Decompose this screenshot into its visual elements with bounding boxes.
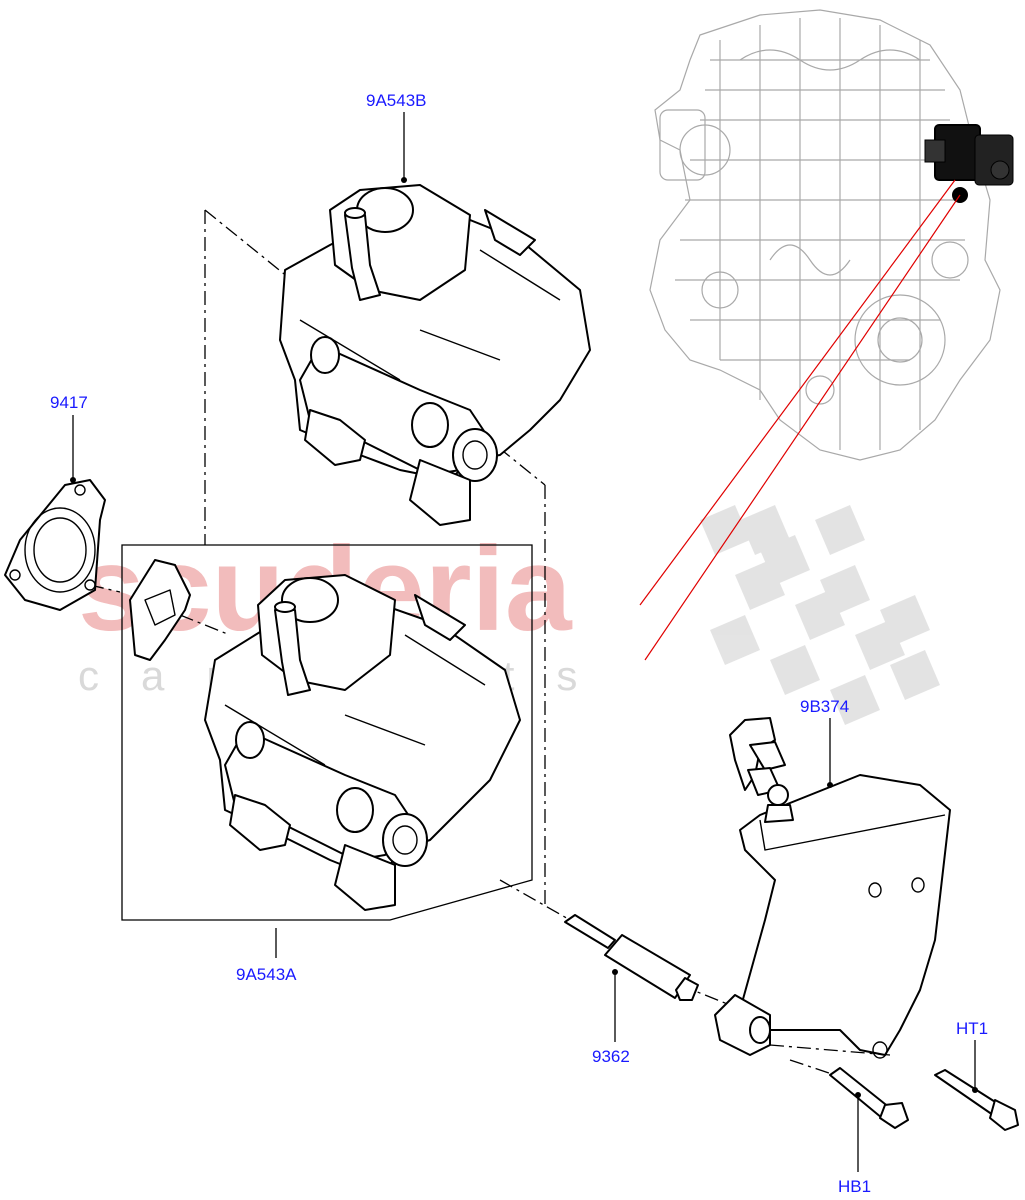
locator-line-upper [639, 179, 956, 606]
drive-hub [129, 559, 191, 661]
callout-9a543a[interactable]: 9A543A [236, 965, 297, 984]
callout-9a543b[interactable]: 9A543B [366, 91, 427, 110]
callout-ht1[interactable]: HT1 [956, 1019, 988, 1038]
bolt-bottom [829, 1067, 909, 1129]
callouts: 9A543B 9417 9A543A 9B374 9362 HT1 HB1 [50, 91, 988, 1196]
callout-9362[interactable]: 9362 [592, 1047, 630, 1066]
assembly-box [121, 544, 533, 921]
engine-outline [649, 9, 1001, 461]
locator-line-lower [644, 194, 961, 661]
callout-hb1[interactable]: HB1 [838, 1177, 871, 1196]
fuel-pump-upper [279, 184, 591, 526]
callout-9417[interactable]: 9417 [50, 393, 88, 412]
engine-pump-highlight [924, 124, 1014, 203]
gasket [4, 479, 106, 611]
callout-9b374[interactable]: 9B374 [800, 697, 849, 716]
engine-locator [639, 9, 1014, 661]
watermark-checker [700, 505, 940, 725]
spacer-stud [564, 914, 699, 1001]
bolt-top [934, 1069, 1019, 1131]
fuel-pump-lower [204, 574, 521, 911]
leader-lines [70, 112, 978, 1172]
bracket [714, 717, 951, 1059]
